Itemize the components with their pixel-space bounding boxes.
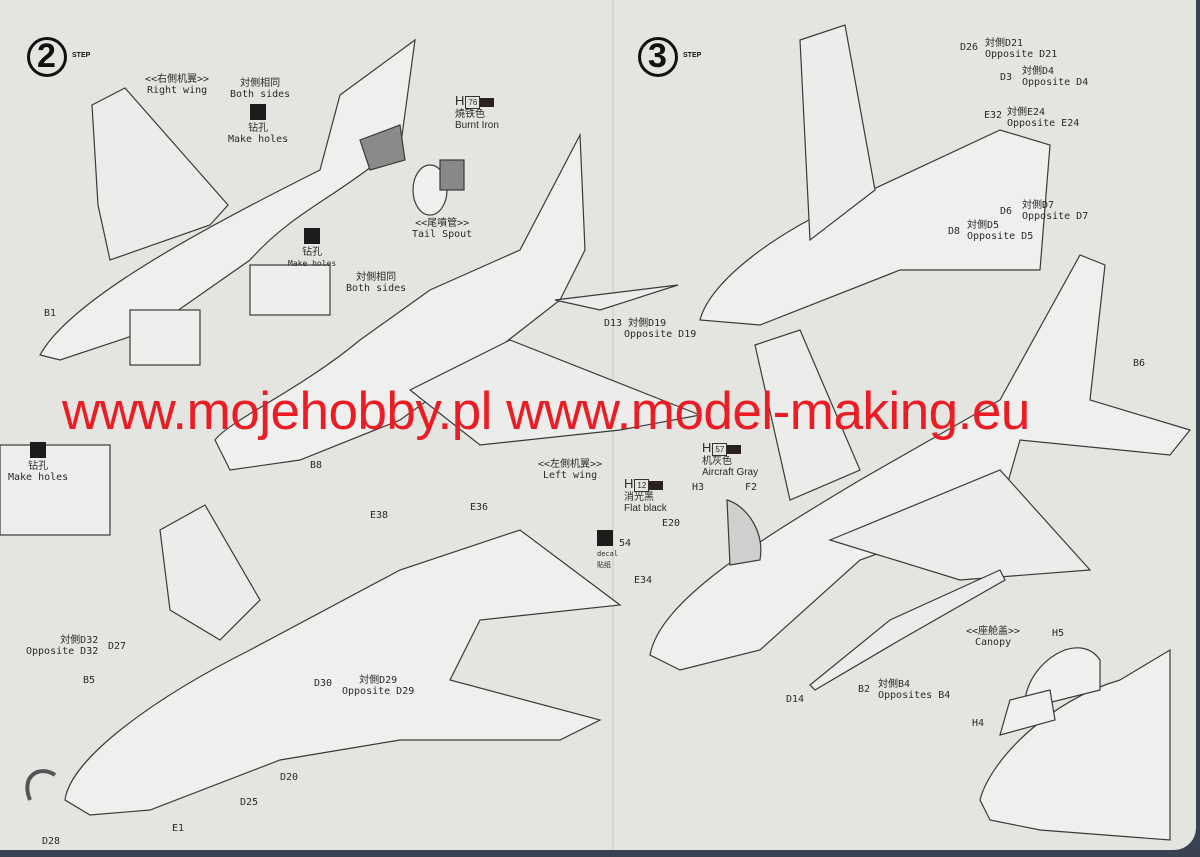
drill-marker-icon [304,228,321,244]
tail-detail-drawing [359,124,406,171]
part-d26: D26 [960,42,979,53]
right-wing-label: <<右側机翼>>Right wing [145,74,210,96]
part-h3: H3 [692,482,705,493]
paint-swatch-icon [649,480,664,490]
part-b6: B6 [1133,358,1146,369]
right-wing-drawing [91,87,229,261]
part-h4: H4 [972,718,985,729]
aircraft-step3-main-drawing [649,254,1192,671]
aircraft-canopy-detail-drawing [979,648,1171,841]
paint-swatch-icon [727,444,742,454]
part-f2: F2 [745,482,758,493]
part-b2: B2 [858,684,871,695]
part-d27: D27 [108,641,127,652]
left-wing-label: <<左側机翼>>Left wing [538,459,603,481]
detail-inset [0,444,111,536]
part-e36: E36 [470,502,489,513]
wing-step3-drawing [754,329,861,501]
drill-marker-icon [30,442,47,458]
part-d3: D3 [1000,72,1013,83]
part-e20: E20 [662,518,681,529]
part-b1: B1 [44,308,57,319]
part-d6: D6 [1000,206,1013,217]
step-3-badge: 3 STEP [638,37,701,77]
decal-marker-icon [597,530,613,546]
part-h5: H5 [1052,628,1065,639]
step-number: 3 [648,37,667,75]
part-d25: D25 [240,797,259,808]
folded-wing-drawing [159,504,261,641]
tail-spout-body-drawing [439,159,465,191]
tail-spout-label: <<尾噴管>>Tail Spout [412,218,473,240]
part-d14: D14 [786,694,805,705]
part-b8: B8 [310,460,323,471]
left-wing-drawing [408,339,703,446]
seat-drawing [129,309,201,366]
part-d28: D28 [42,836,61,847]
part-e34: E34 [634,575,653,586]
f2-part-drawing [726,499,762,566]
paint-swatch-icon [480,97,495,107]
part-b5: B5 [83,675,96,686]
windscreen-h4-part [999,689,1056,736]
b2-part-drawing [809,569,1006,691]
step-label: STEP [72,52,91,59]
part-d8: D8 [948,226,961,237]
step-label: STEP [683,52,702,59]
step-2-badge: 2 STEP [27,37,90,77]
folded-wing-step3-drawing [799,24,876,242]
aircraft-step3-top-drawing [699,129,1051,326]
part-e38: E38 [370,510,389,521]
watermark: www.mojehobby.pl www.model-making.eu [62,382,1030,441]
fuselage-half-drawing [39,38,416,361]
part-e32: E32 [984,110,1003,121]
d28-part [25,769,57,801]
step-number: 2 [37,37,56,75]
wing-lower-step3-drawing [828,469,1092,581]
drill-marker-icon [250,104,267,120]
canopy-h5-part [1024,647,1101,706]
canopy-label: <<座舱盖>>Canopy [966,626,1021,648]
intake-part-drawing [249,264,331,316]
stabilizer-drawing [554,284,679,311]
part-e1: E1 [172,823,185,834]
part-d20: D20 [280,772,299,783]
part-d30: D30 [314,678,333,689]
aircraft-bottom-left-drawing [64,529,622,816]
